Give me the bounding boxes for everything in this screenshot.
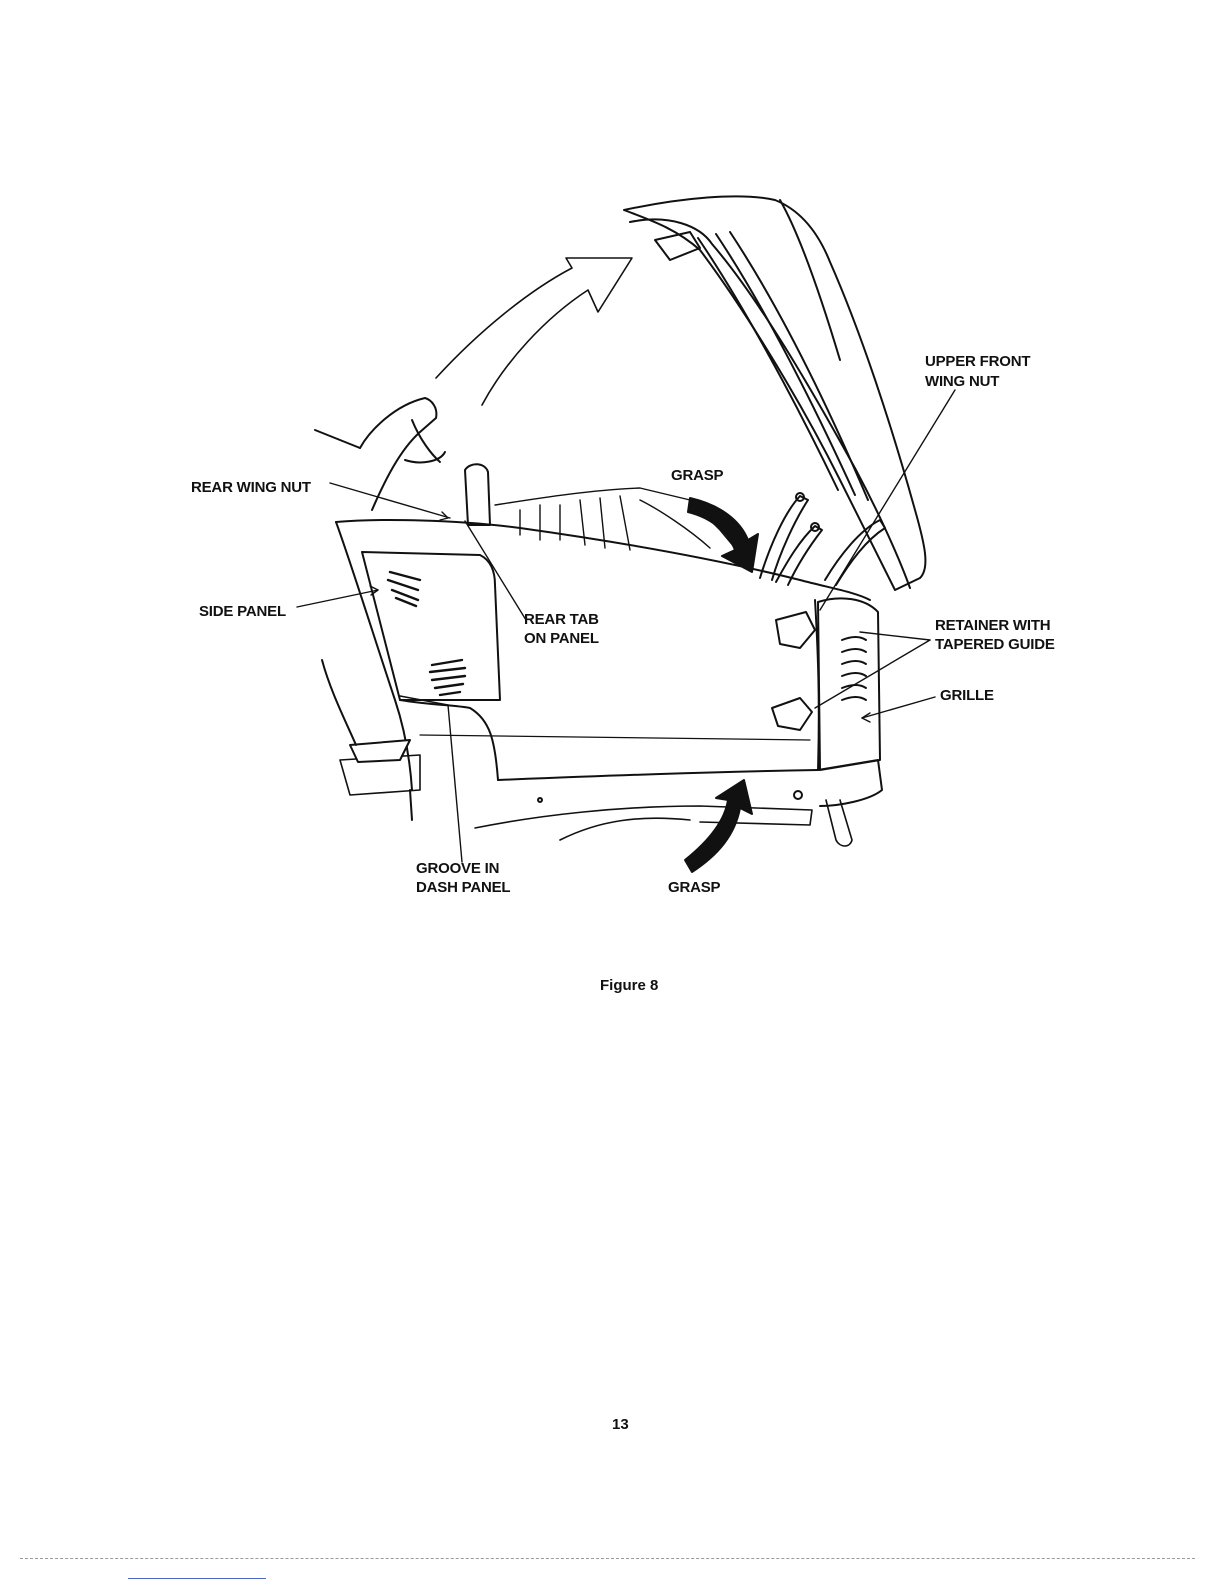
label-grille: GRILLE [940, 686, 994, 705]
label-grasp-top: GRASP [671, 466, 723, 485]
lower-frame [475, 806, 812, 840]
label-rear-tab-line2: ON PANEL [524, 629, 599, 648]
label-side-panel: SIDE PANEL [199, 602, 286, 621]
grasp-arrow-bottom [685, 780, 752, 872]
label-groove-line2: DASH PANEL [416, 878, 510, 897]
footer-underline [128, 1578, 266, 1579]
figure-caption: Figure 8 [600, 977, 658, 994]
engine-outline [495, 488, 745, 560]
label-grasp-bottom: GRASP [668, 878, 720, 897]
leader-rear-wing-nut [330, 483, 450, 518]
label-rear-wing-nut: REAR WING NUT [191, 478, 311, 497]
leader-groove [448, 705, 462, 862]
leader-grille [862, 697, 935, 718]
label-groove-line1: GROOVE IN [416, 859, 499, 878]
label-upper-front-line1: UPPER FRONT [925, 352, 1030, 371]
hood-support-brackets [760, 493, 885, 585]
dash-cowl [315, 398, 490, 525]
footer-divider [20, 1558, 1195, 1559]
leader-side-panel [297, 590, 378, 607]
side-panel [322, 520, 870, 820]
leader-retainer-lower [815, 640, 930, 708]
label-retainer-line1: RETAINER WITH [935, 616, 1050, 635]
grasp-arrow-top [688, 498, 758, 572]
label-retainer-line2: TAPERED GUIDE [935, 635, 1055, 654]
panel-window-shading [388, 572, 465, 695]
leader-retainer-upper [860, 632, 930, 640]
label-rear-tab-line1: REAR TAB [524, 610, 599, 629]
motion-arrow [436, 258, 632, 405]
page-number: 13 [612, 1416, 629, 1433]
label-upper-front-line2: WING NUT [925, 372, 999, 391]
